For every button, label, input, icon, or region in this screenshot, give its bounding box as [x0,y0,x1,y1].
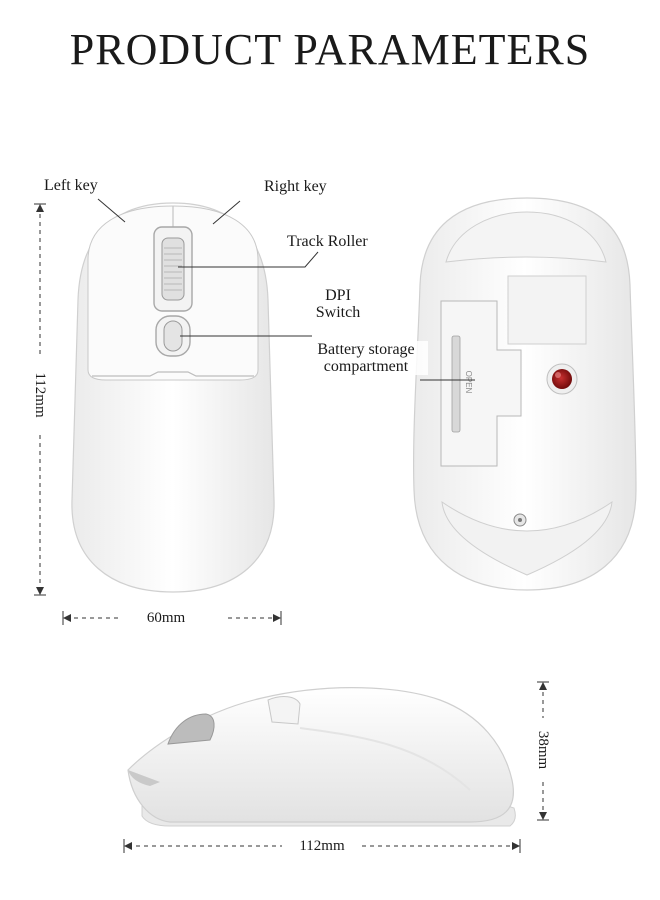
dimension-top-length: 112mm [32,372,48,418]
dimension-lines-side [128,684,544,847]
mouse-bottom-view [412,197,637,591]
scroll-wheel-ridges [164,247,182,291]
mouse-top-view [71,202,275,593]
dimension-top-width: 60mm [146,610,186,626]
side-front-shadow [128,770,160,786]
label-battery-compartment: Battery storage compartment [304,341,428,375]
side-scroll-wheel [167,713,215,745]
callout-lines-top [97,198,319,337]
battery-slot [451,335,461,433]
page-title: PRODUCT PARAMETERS [69,25,591,74]
sensor-light [552,369,572,389]
bottom-top-pad [445,211,607,263]
label-right-key: Right key [264,178,327,195]
label-dpi-line1: DPI [325,287,351,304]
battery-compartment [440,300,522,467]
label-dpi-switch: DPI Switch [306,287,370,321]
side-body [127,687,514,823]
label-dpi-line2: Switch [315,304,361,321]
open-label: OPEN [464,371,473,394]
label-track-roller: Track Roller [287,233,368,250]
dimension-lines-top [39,206,278,619]
scroll-wheel [161,237,185,301]
key-bottom-edge [92,371,254,377]
dimension-side-height: 38mm [535,730,551,770]
label-battery-line1: Battery storage [317,341,415,358]
dimension-side-length: 112mm [299,838,345,854]
bottom-skate [441,500,613,576]
label-battery-line2: compartment [323,358,409,375]
dpi-button [163,320,183,352]
label-left-key: Left key [44,177,98,194]
sensor-plate [507,275,587,345]
side-top-button [267,696,301,725]
dimension-arrowheads-top [36,204,281,622]
mouse-side-view [127,687,516,827]
side-highlight [299,727,471,791]
